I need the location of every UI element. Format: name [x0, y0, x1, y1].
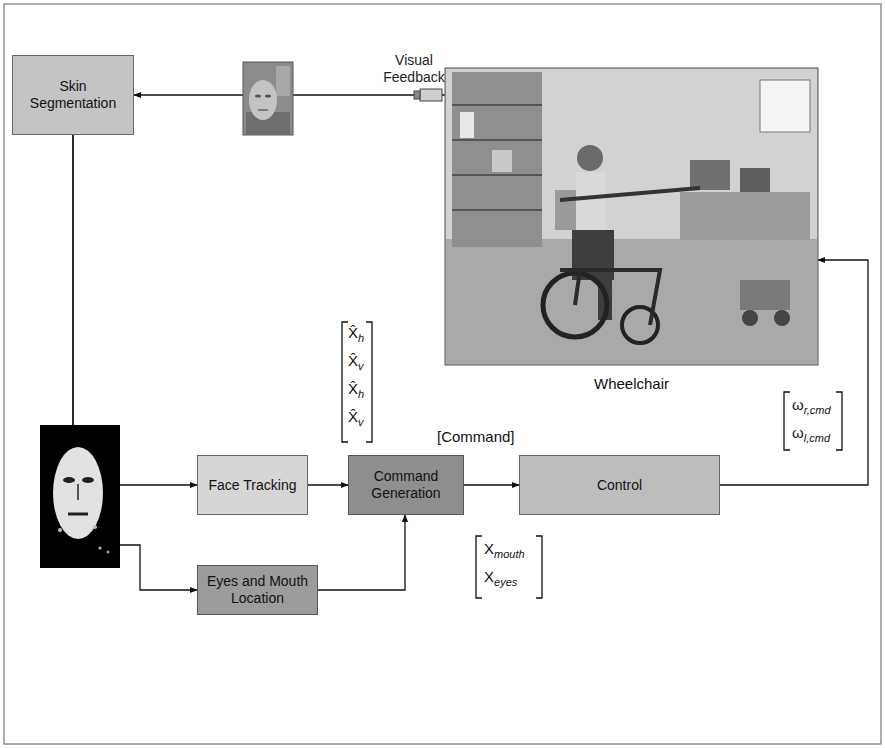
segmented-face	[40, 425, 120, 568]
signal-label: Xeyes	[484, 568, 517, 591]
math-subscript: l,cmd	[804, 432, 830, 444]
outer-frame	[4, 4, 881, 744]
node-label: Control	[597, 477, 642, 494]
flow-arrow	[308, 484, 348, 485]
process-box: Eyes and Mouth Location	[197, 565, 318, 615]
process-box: Skin Segmentation	[12, 55, 134, 135]
math-symbol: X̂	[348, 408, 358, 425]
math-subscript: v	[358, 416, 364, 428]
flow-arrow	[464, 484, 519, 485]
math-symbol: X	[484, 568, 494, 585]
node-label: Eyes and Mouth Location	[204, 573, 311, 607]
math-symbol: X	[484, 540, 494, 557]
camera-icon	[414, 89, 442, 101]
process-box: Command Generation	[348, 455, 464, 515]
math-symbol: ω	[792, 424, 804, 441]
flow-arrow	[318, 515, 405, 590]
process-box: Control	[519, 455, 720, 515]
node-label: Skin Segmentation	[19, 78, 127, 112]
signal-label: X̂v	[348, 352, 364, 375]
wheelchair-photo	[445, 68, 818, 365]
signal-label: X̂h	[348, 324, 364, 347]
vector-bracket	[784, 392, 842, 450]
signal-label: X̂v	[348, 408, 364, 431]
vector-bracket	[476, 536, 542, 598]
vector-bracket	[342, 322, 372, 442]
math-subscript: eyes	[494, 576, 517, 588]
math-subscript: mouth	[494, 548, 525, 560]
math-symbol: X̂	[348, 352, 358, 369]
math-symbol: ω	[792, 396, 804, 413]
math-symbol: X̂	[348, 324, 358, 341]
math-subscript: r,cmd	[804, 404, 831, 416]
photo-node: Wheelchair	[445, 68, 818, 398]
math-subscript: h	[358, 388, 364, 400]
command-label: [Command]	[437, 428, 515, 446]
signal-label: X̂h	[348, 380, 364, 403]
signal-label: ωl,cmd	[792, 424, 830, 447]
signal-label: Xmouth	[484, 540, 525, 563]
math-subscript: h	[358, 332, 364, 344]
process-box: Face Tracking	[197, 455, 308, 515]
face-thumbnail	[243, 62, 293, 135]
node-label: Face Tracking	[209, 477, 297, 494]
signal-label: ωr,cmd	[792, 396, 831, 419]
node-label: Command Generation	[355, 468, 457, 502]
math-symbol: X̂	[348, 380, 358, 397]
edge-label: Visual Feedback	[378, 52, 450, 86]
node-label: Wheelchair	[594, 375, 669, 392]
math-subscript: v	[358, 360, 364, 372]
